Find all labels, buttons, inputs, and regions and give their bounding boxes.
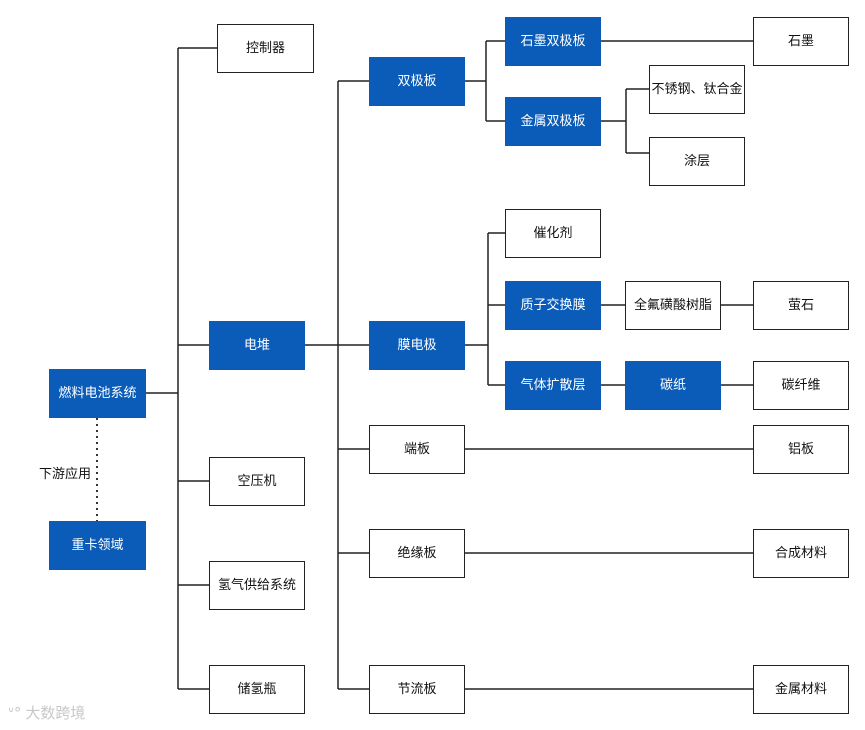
node-end-plate: 端板 (369, 425, 465, 474)
node-steel-titanium: 不锈钢、钛合金 (649, 65, 745, 114)
node-pem: 质子交换膜 (505, 281, 601, 330)
watermark-text: 大数跨境 (25, 704, 86, 722)
node-fuel-cell-system: 燃料电池系统 (49, 369, 146, 418)
node-controller: 控制器 (217, 24, 314, 73)
node-insulator-plate: 绝缘板 (369, 529, 465, 578)
node-h2-tank: 储氢瓶 (209, 665, 305, 714)
node-h2-supply: 氢气供给系统 (209, 561, 305, 610)
node-pfsa-resin: 全氟磺酸树脂 (625, 281, 721, 330)
node-metal-material: 金属材料 (753, 665, 849, 714)
node-graphite: 石墨 (753, 17, 849, 66)
node-carbon-fiber: 碳纤维 (753, 361, 849, 410)
node-throttle-plate: 节流板 (369, 665, 465, 714)
node-heavy-truck: 重卡领域 (49, 521, 146, 570)
node-carbon-paper: 碳纸 (625, 361, 721, 410)
node-coating: 涂层 (649, 137, 745, 186)
node-metal-bipolar: 金属双极板 (505, 97, 601, 146)
downstream-label: 下游应用 (39, 463, 92, 482)
node-aluminum-plate: 铝板 (753, 425, 849, 474)
node-graphite-bipolar: 石墨双极板 (505, 17, 601, 66)
node-compressor: 空压机 (209, 457, 305, 506)
node-mea: 膜电极 (369, 321, 465, 370)
watermark: ᐡ° 大数跨境 (8, 702, 85, 723)
watermark-logo-icon: ᐡ° (8, 703, 22, 722)
node-catalyst: 催化剂 (505, 209, 601, 258)
node-stack: 电堆 (209, 321, 305, 370)
node-fluorite: 萤石 (753, 281, 849, 330)
node-synthetic-material: 合成材料 (753, 529, 849, 578)
node-gas-diffusion-layer: 气体扩散层 (505, 361, 601, 410)
node-bipolar-plate: 双极板 (369, 57, 465, 106)
